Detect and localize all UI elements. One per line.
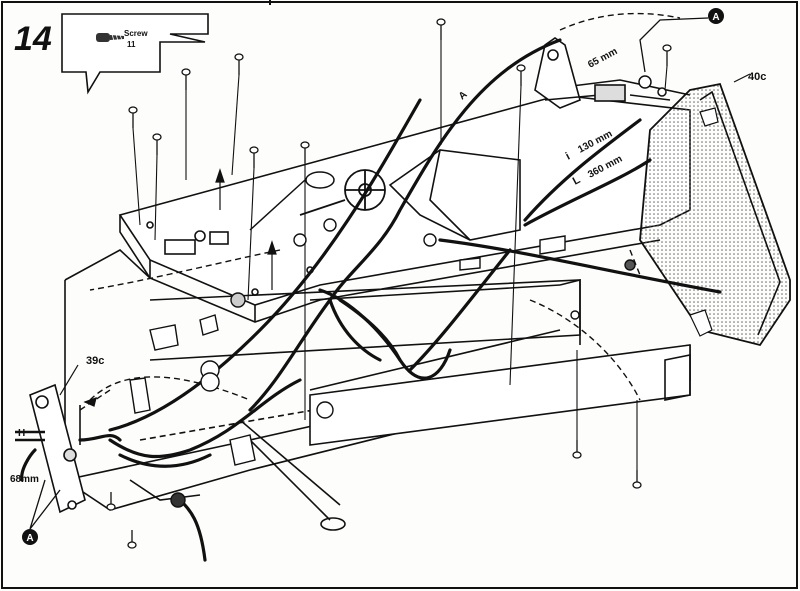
screw-icon [300, 141, 310, 163]
screw-icon [181, 68, 191, 90]
marker-A-bottom-text: A [26, 533, 33, 544]
part-40c-panel [639, 82, 791, 347]
marker-A-top-text: A [712, 12, 719, 23]
wire-label-68: 68mm [10, 474, 39, 485]
marker-A-bottom: A [22, 529, 38, 545]
screw-icon [436, 18, 446, 40]
part-label-39c: 39c [86, 355, 104, 367]
leader-lines [132, 40, 668, 470]
screw-icon [662, 44, 672, 66]
top-bracket [534, 37, 626, 109]
screw-icon [572, 440, 582, 459]
screw-icon [516, 64, 526, 86]
screw-icon [234, 53, 244, 75]
step-number: 14 [14, 20, 52, 58]
wiring-harness [20, 38, 722, 562]
screw-icon [96, 33, 124, 42]
part-39c-plate [15, 383, 86, 514]
marker-A-top: A [708, 8, 724, 24]
screw-icon [632, 470, 642, 489]
screw-icon [152, 133, 162, 155]
parts-name: Screw [124, 29, 148, 38]
direction-arrows [83, 168, 277, 407]
marker-A-bottom-leader [29, 479, 61, 530]
screw-markers [106, 18, 672, 549]
chassis-lower-tub [64, 249, 691, 531]
wire-letter-A: A [457, 89, 470, 102]
marker-A-top-leader [639, 17, 709, 73]
parts-callout: Screw 11 [61, 13, 209, 95]
wire-letter-H: H [18, 428, 25, 439]
wire-letter-i: i [564, 151, 572, 163]
motor-mount [629, 75, 671, 101]
wire-letter-L: L [571, 174, 583, 188]
wire-label-65: 65 mm [586, 46, 619, 71]
screw-icon [128, 106, 138, 128]
part-label-40c: 40c [748, 71, 766, 83]
steering-column [249, 171, 335, 231]
mechanical-details [129, 218, 636, 508]
screw-icon [127, 530, 137, 549]
parts-quantity: 11 [127, 40, 136, 49]
screw-icon [106, 492, 116, 511]
screw-icon [249, 146, 259, 168]
